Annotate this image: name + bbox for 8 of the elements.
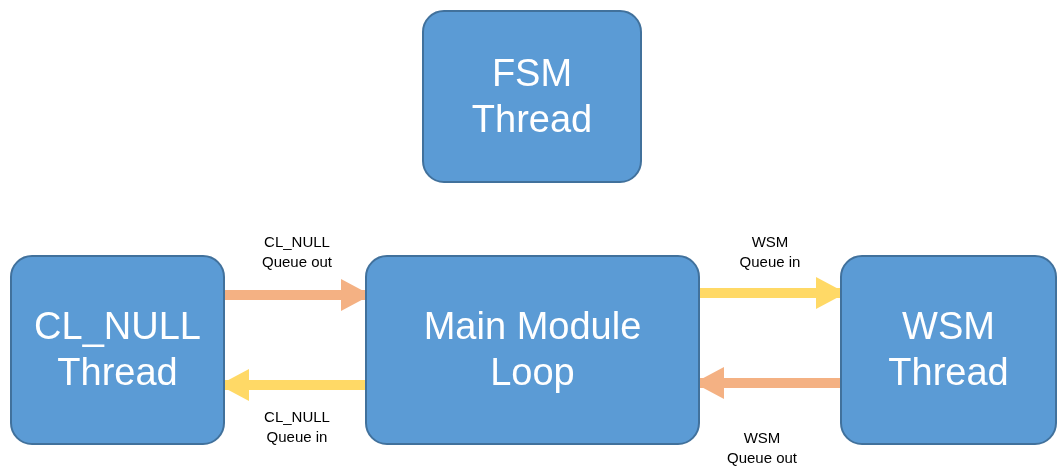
box-text: WSM Thread xyxy=(887,304,1010,395)
process-box xyxy=(365,255,700,445)
process-box xyxy=(422,10,642,183)
box-text: FSM Thread xyxy=(470,50,594,142)
box-text: CL_NULL Thread xyxy=(33,304,202,395)
process-box xyxy=(840,255,1057,445)
process-box xyxy=(10,255,225,445)
box-text: Main Module Loop xyxy=(422,304,643,395)
